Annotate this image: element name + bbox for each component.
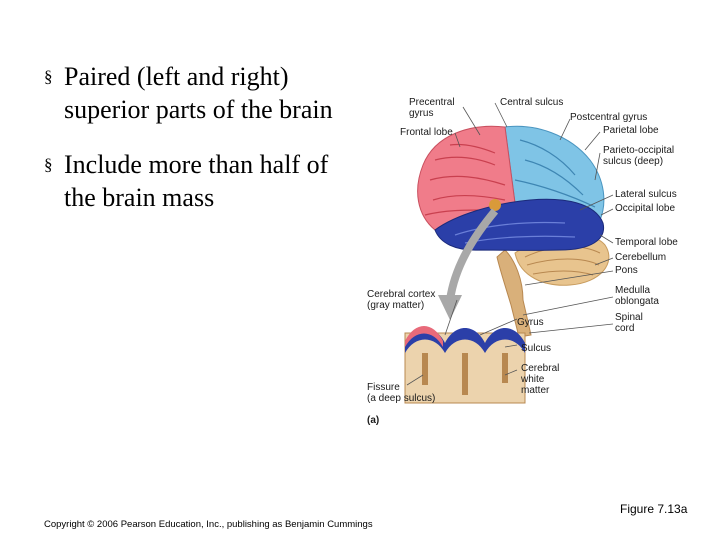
figure-reference: Figure 7.13a	[620, 502, 688, 516]
bullet-item: § Paired (left and right) superior parts…	[44, 60, 344, 126]
bullet-marker-icon: §	[44, 155, 53, 174]
label-lateral-sulcus: Lateral sulcus	[615, 189, 677, 200]
label-central-sulcus: Central sulcus	[500, 97, 564, 108]
label-medulla-oblongata: Medulla oblongata	[615, 285, 659, 307]
zoom-arrow-shape	[446, 208, 499, 301]
label-cerebral-cortex: Cerebral cortex (gray matter)	[367, 289, 436, 311]
label-cerebellum: Cerebellum	[615, 252, 667, 263]
label-postcentral-gyrus: Postcentral gyrus	[570, 112, 648, 123]
label-panel: (a)	[367, 415, 380, 426]
insula-dot	[489, 199, 501, 211]
label-sulcus: Sulcus	[521, 343, 552, 354]
label-occipital-lobe: Occipital lobe	[615, 203, 676, 214]
label-parietal-lobe: Parietal lobe	[603, 125, 659, 136]
label-parieto-occipital-sulcus: Parieto-occipital sulcus (deep)	[603, 145, 675, 167]
label-gyrus: Gyrus	[517, 317, 544, 328]
leader-lines	[406, 102, 614, 386]
label-fissure: Fissure (a deep sulcus)	[367, 382, 436, 404]
bullet-text: Include more than half of the brain mass	[64, 150, 329, 212]
label-precentral-gyrus: Precentral gyrus	[409, 97, 455, 119]
bullet-text: Paired (left and right) superior parts o…	[64, 62, 333, 124]
parietal-lobe-shape	[504, 125, 605, 221]
label-spinal-cord: Spinal cord	[615, 312, 643, 334]
bullet-marker-icon: §	[44, 67, 53, 86]
copyright-text: Copyright © 2006 Pearson Education, Inc.…	[44, 519, 373, 530]
label-temporal-lobe: Temporal lobe	[615, 237, 678, 248]
label-cerebral-white-matter: Cerebral white matter	[521, 363, 560, 396]
label-pons: Pons	[615, 265, 638, 276]
label-frontal-lobe: Frontal lobe	[400, 127, 453, 138]
brain-figure: Precentral gyrus Frontal lobe Central su…	[355, 85, 720, 430]
brain-illustration	[404, 102, 614, 404]
bullet-item: § Include more than half of the brain ma…	[44, 148, 344, 214]
bullet-list: § Paired (left and right) superior parts…	[44, 60, 344, 236]
